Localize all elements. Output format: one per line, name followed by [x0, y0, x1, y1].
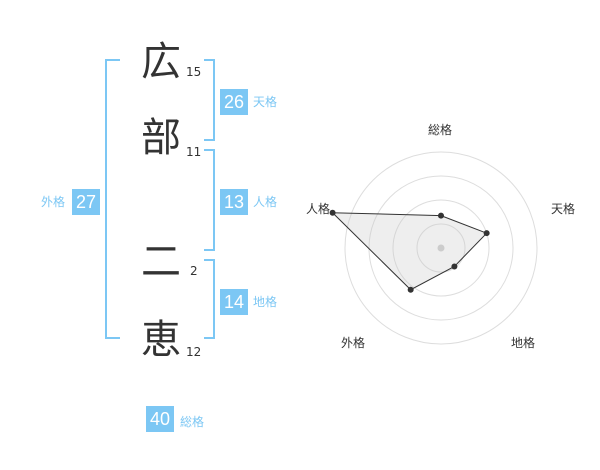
- chikaku-bracket: [204, 259, 215, 339]
- radar-axis-label-gaikaku: 外格: [341, 336, 366, 350]
- tenkaku-label: 天格: [253, 95, 278, 109]
- gaikaku-value-box: 27: [72, 189, 100, 215]
- radar-ring: [392, 199, 490, 297]
- radar-point: [483, 230, 490, 237]
- jinkaku-value-box: 13: [220, 189, 248, 215]
- soukaku-value-box: 40: [146, 406, 174, 432]
- name-char-1: 広: [141, 39, 181, 85]
- radar-ring: [344, 151, 538, 345]
- tenkaku-value-box: 26: [220, 89, 248, 115]
- name-char-4: 恵: [141, 317, 181, 363]
- radar-axis-label-jinkaku: 人格: [306, 202, 331, 216]
- jinkaku-bracket: [204, 149, 215, 251]
- name-char-3: 二: [141, 239, 181, 285]
- gaikaku-bracket: [105, 59, 120, 339]
- radar-polygon: [331, 212, 488, 291]
- radar-ring: [416, 223, 466, 273]
- radar-points: [329, 209, 490, 293]
- radar-point: [451, 263, 458, 270]
- radar-point: [438, 212, 444, 219]
- radar-point: [407, 286, 414, 293]
- name-char-4-strokes: 12: [186, 345, 202, 359]
- radar-point: [329, 209, 336, 216]
- chikaku-label: 地格: [253, 295, 278, 309]
- name-char-1-strokes: 15: [186, 65, 202, 79]
- name-char-2: 部: [141, 115, 181, 161]
- chikaku-value-box: 14: [220, 289, 248, 315]
- gaikaku-label: 外格: [41, 195, 66, 209]
- jinkaku-label: 人格: [253, 195, 278, 209]
- name-char-2-strokes: 11: [186, 145, 202, 159]
- radar-rings: [344, 151, 538, 345]
- radar-axis-label-soukaku: 総格: [428, 123, 453, 137]
- soukaku-label: 総格: [180, 415, 205, 429]
- radar-axis-label-chikaku: 地格: [511, 336, 536, 350]
- name-char-3-strokes: 2: [190, 264, 198, 278]
- tenkaku-bracket: [204, 59, 215, 141]
- radar-axis-label-tenkaku: 天格: [551, 202, 576, 216]
- radar-center-dot: [437, 244, 445, 252]
